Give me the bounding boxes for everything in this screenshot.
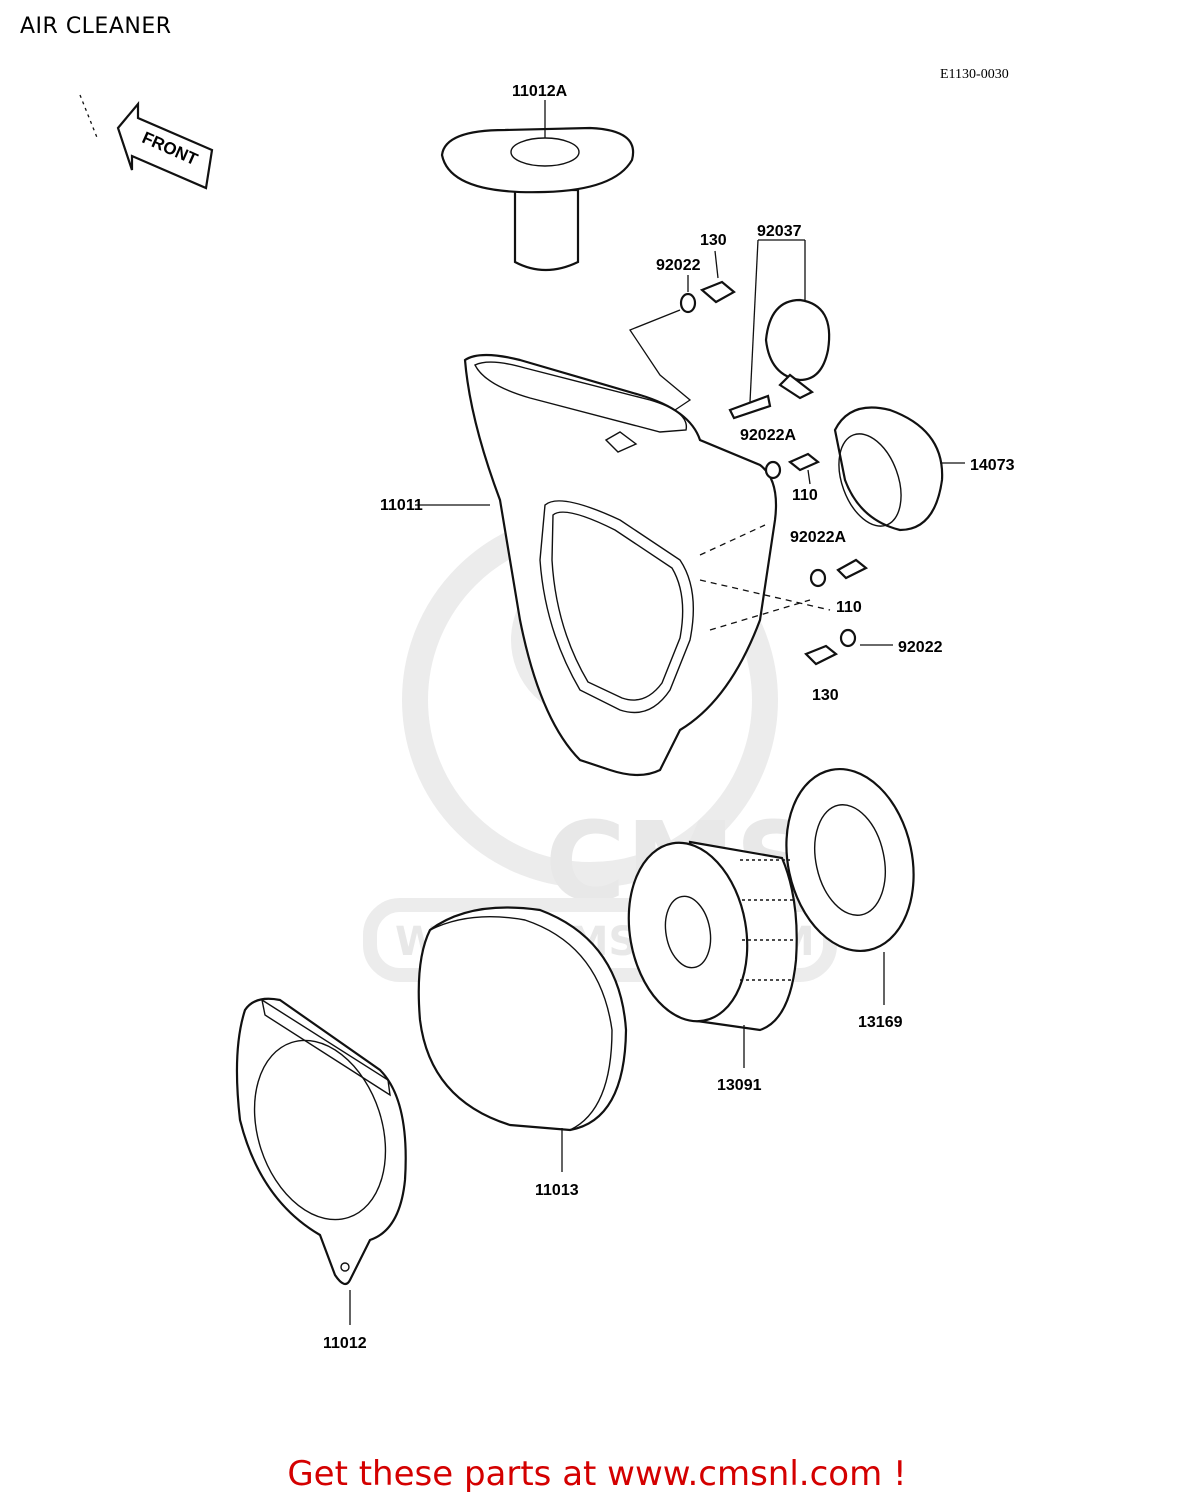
label-92022-bottom: 92022	[898, 639, 943, 656]
label-92022-top: 92022	[656, 257, 701, 274]
label-110-lower: 110	[836, 599, 862, 616]
fastener-group-lower-right	[804, 628, 893, 666]
part-11012A-intake-duct	[440, 100, 635, 272]
page-title: AIR CLEANER	[20, 14, 172, 39]
part-92037-clamp	[728, 239, 831, 420]
label-110-upper: 110	[792, 487, 818, 504]
fastener-group-top	[629, 250, 736, 421]
label-13091: 13091	[717, 1077, 762, 1094]
part-11011-air-cleaner-case	[415, 353, 831, 777]
label-11012: 11012	[323, 1335, 367, 1352]
front-arrow-icon: FRONT	[79, 94, 214, 190]
footer-link-text[interactable]: Get these parts at www.cmsnl.com !	[287, 1454, 907, 1494]
part-11012-cover	[235, 997, 407, 1325]
part-13169-plate	[785, 767, 915, 1005]
label-130-top: 130	[700, 232, 727, 249]
part-14073-boot	[833, 406, 965, 532]
label-13169: 13169	[858, 1014, 903, 1031]
fastener-group-mid-right	[809, 558, 869, 588]
label-11013: 11013	[535, 1182, 579, 1199]
label-14073: 14073	[970, 457, 1015, 474]
label-11011: 11011	[380, 497, 423, 514]
fastener-group-upper-right	[764, 452, 821, 485]
label-92022A-upper: 92022A	[740, 427, 796, 444]
label-11012A: 11012A	[512, 83, 568, 100]
label-130-bottom: 130	[812, 687, 839, 704]
label-92022A-lower: 92022A	[790, 529, 846, 546]
label-92037: 92037	[757, 223, 802, 240]
part-11013-cap	[417, 906, 628, 1172]
part-13091-element	[627, 840, 798, 1068]
diagram-code: E1130-0030	[940, 67, 1009, 82]
